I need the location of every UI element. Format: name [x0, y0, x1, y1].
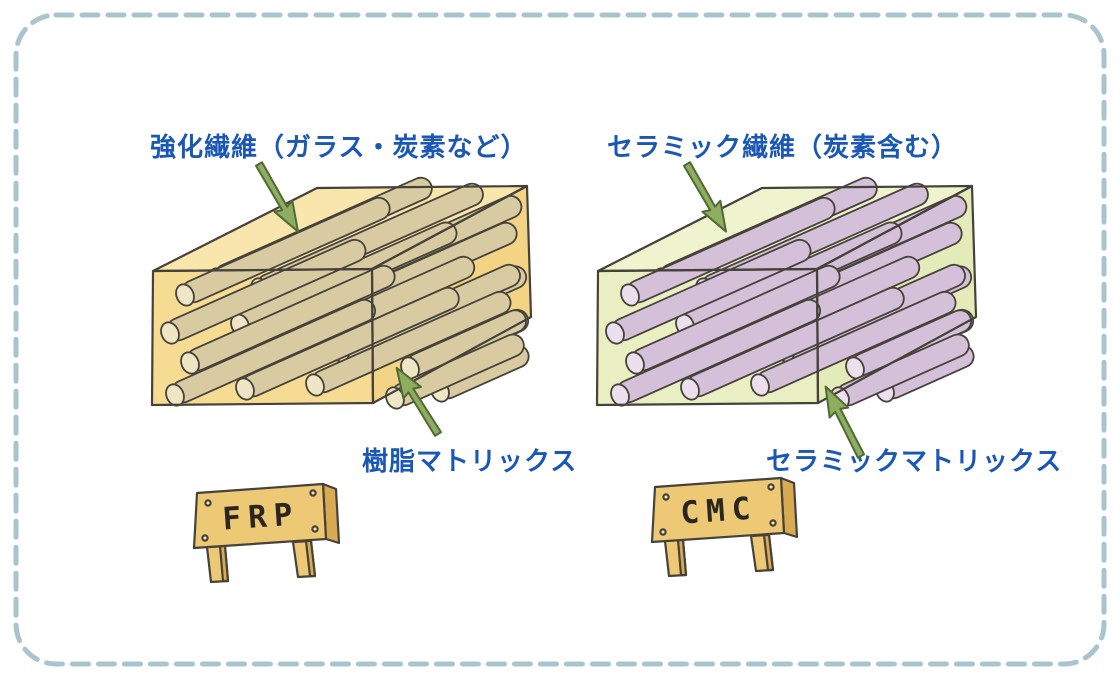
cmc-matrix-label: セラミックマトリックス — [766, 446, 1063, 476]
frp-block-illustration — [140, 163, 580, 435]
frp-matrix-label: 樹脂マトリックス — [362, 446, 578, 476]
frp-sign-text: FRP — [221, 496, 300, 537]
cmc-fiber-label: セラミック繊維（炭素含む） — [607, 132, 959, 162]
cmc-sign-text: CMC — [679, 490, 758, 531]
frp-fiber-label: 強化繊維（ガラス・炭素など） — [150, 132, 528, 162]
frp-sign: FRP — [183, 477, 368, 597]
cmc-sign: CMC — [641, 471, 826, 591]
cmc-block-illustration — [585, 163, 1025, 435]
